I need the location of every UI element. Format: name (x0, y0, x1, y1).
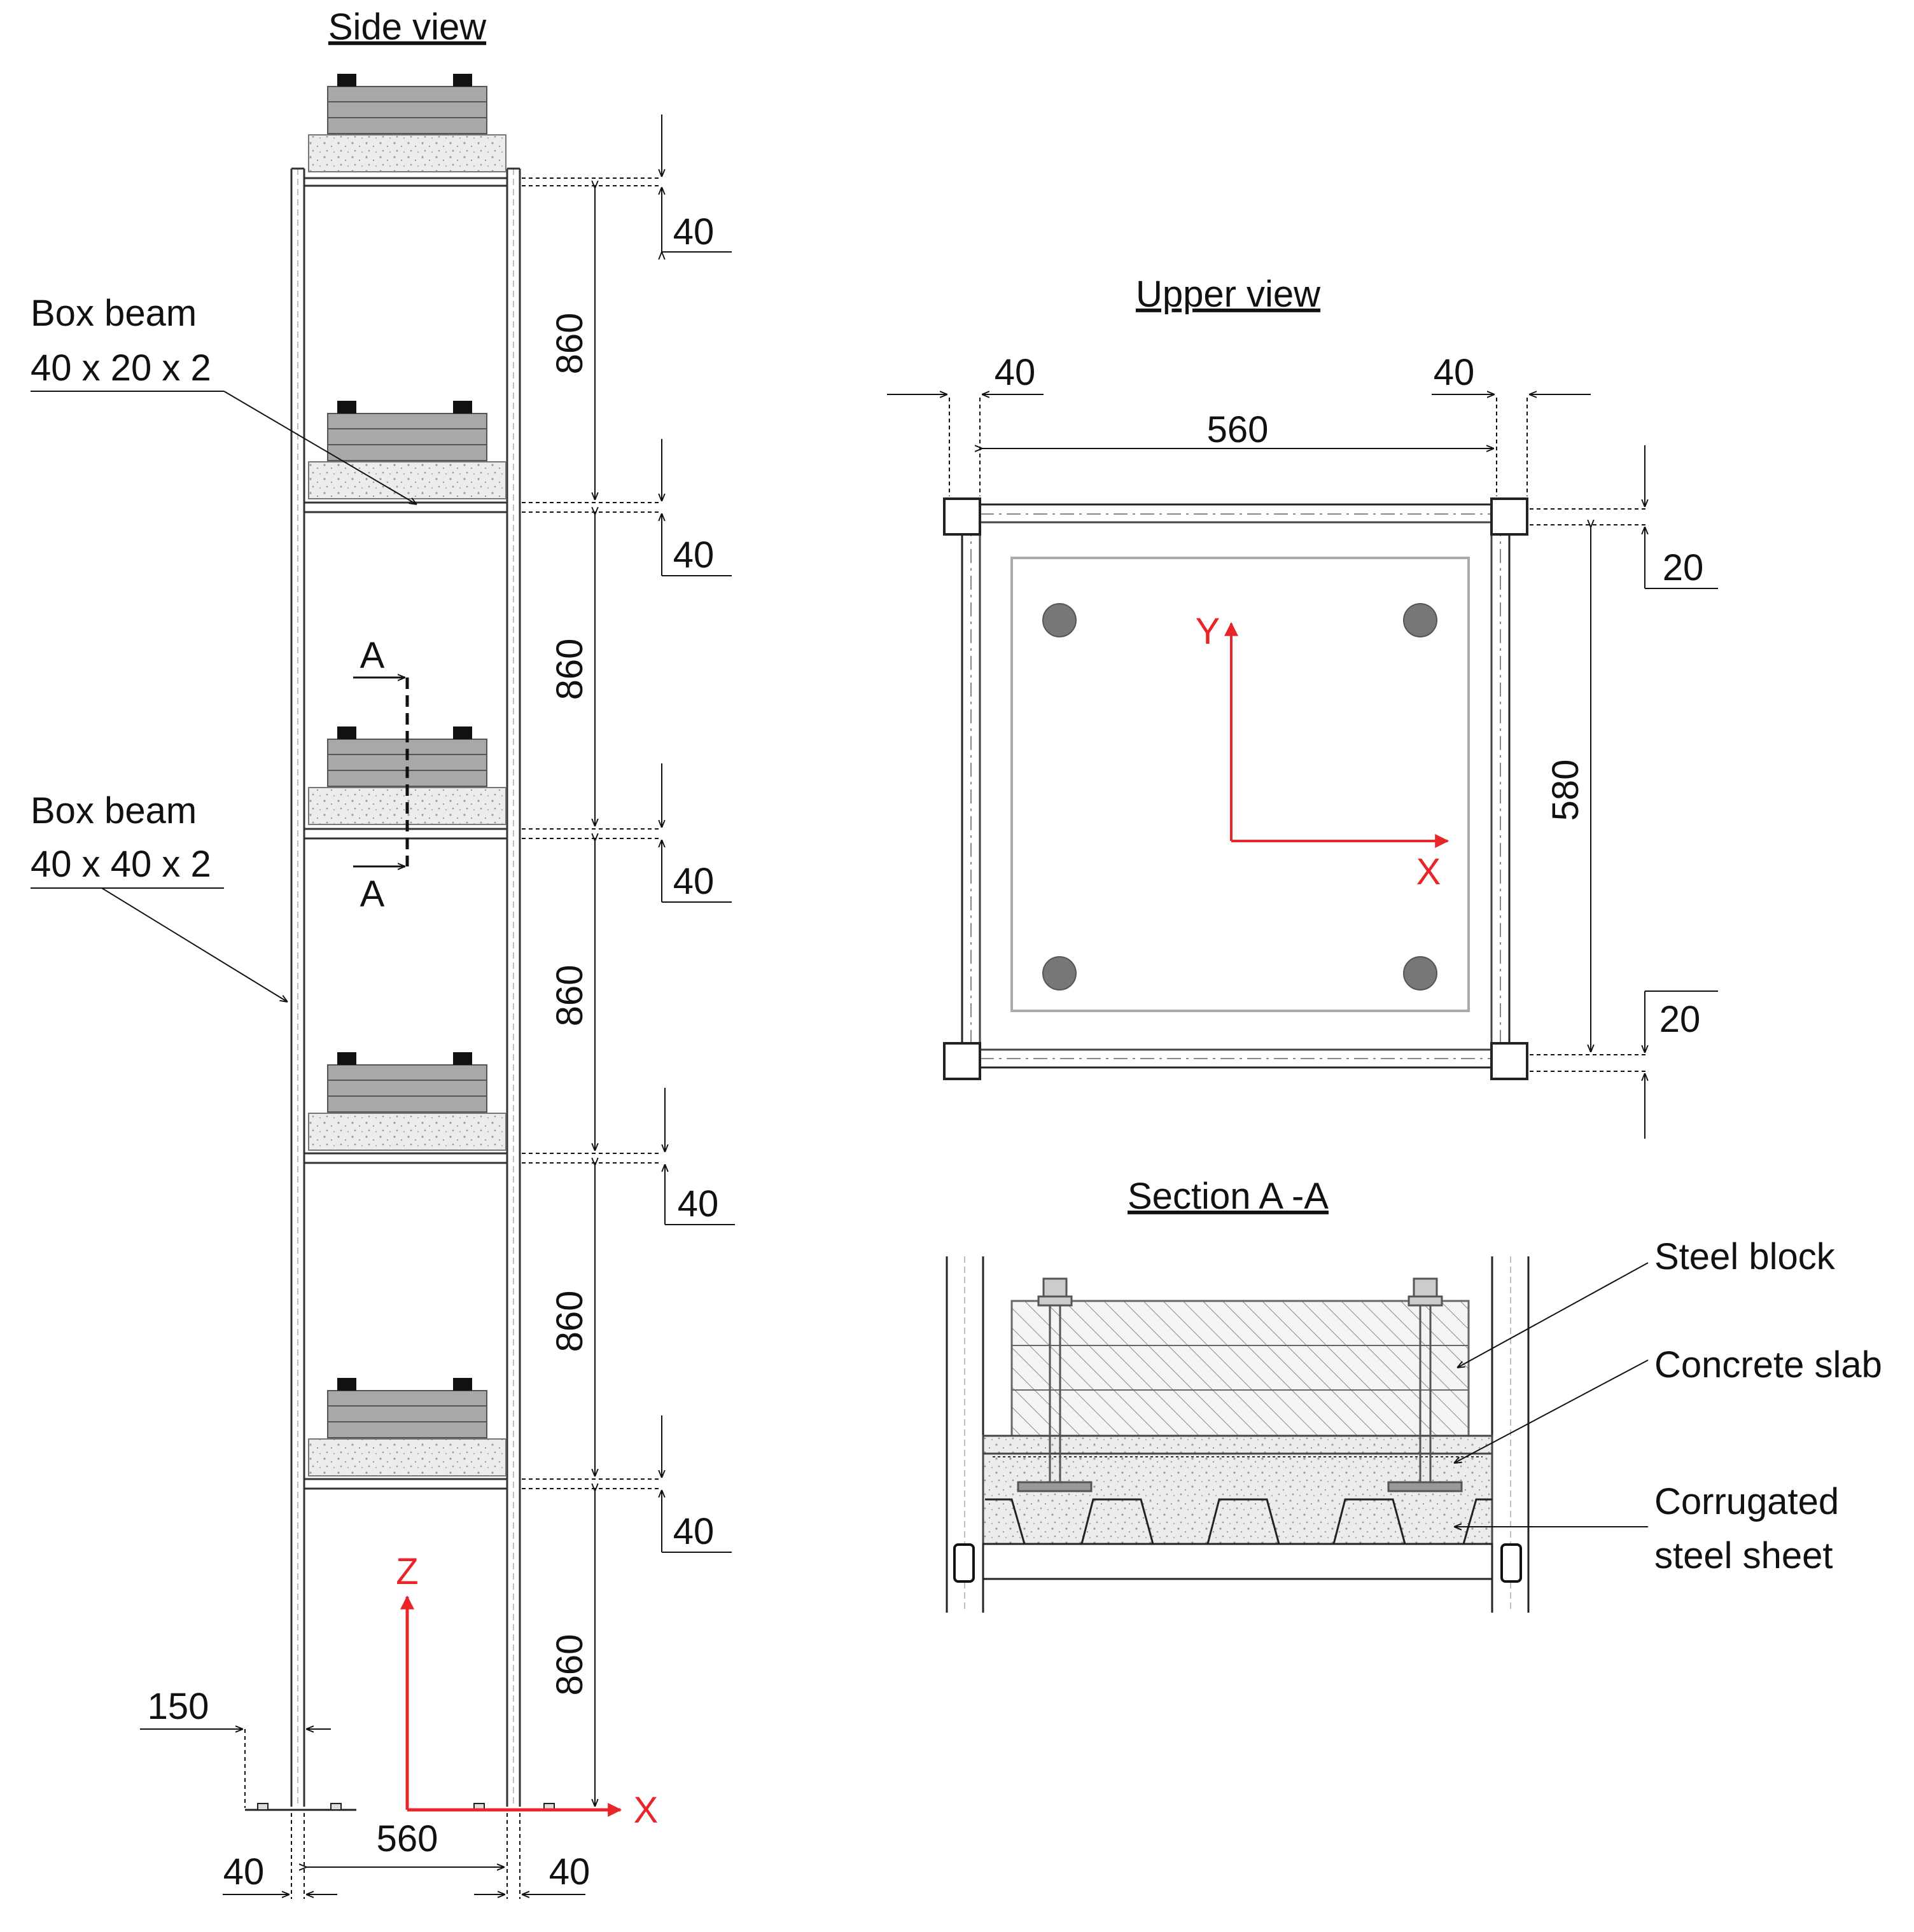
upper-view-title: Upper view (1136, 274, 1321, 315)
dim-storey-4: 860 (549, 1291, 590, 1352)
mass-floor-4 (308, 1378, 506, 1477)
section-mark-bottom: A (360, 873, 385, 915)
box-beam-2-line1: Box beam (31, 790, 197, 831)
dim-side-column-left: 40 (223, 1851, 265, 1893)
axis-x-label-side: X (634, 1790, 659, 1831)
section-labels: Steel block Concrete slab Corrugated ste… (1654, 1236, 1882, 1576)
axis-z-label: Z (396, 1551, 418, 1592)
dim-upper-offset-top: 20 (1663, 547, 1704, 588)
dim-upper-offset-bottom: 20 (1659, 999, 1701, 1040)
mass-floor-3 (308, 1052, 506, 1151)
dim-floor-thickness-3: 40 (673, 861, 715, 902)
mass-top (308, 74, 506, 172)
dim-storey-3: 860 (549, 965, 590, 1027)
side-floors (304, 177, 507, 1490)
dim-floor-thickness-5: 40 (673, 1511, 715, 1552)
section-mark-top: A (360, 635, 385, 676)
label-corrugated-2: steel sheet (1654, 1535, 1833, 1576)
section-drawing (946, 1256, 1530, 1613)
axis-y-label: Y (1196, 611, 1220, 652)
side-height-dims (522, 115, 735, 1807)
dim-base-plate: 150 (148, 1686, 209, 1727)
axis-x-label-upper: X (1416, 851, 1441, 893)
side-dim-texts: 40 40 40 40 40 860 860 860 860 860 (549, 211, 718, 1695)
dim-upper-column-right: 40 (1434, 352, 1475, 393)
side-bottom-dims (140, 1729, 585, 1899)
section-cut-mark: A A (353, 635, 409, 915)
upper-axes: Y X (1196, 611, 1449, 893)
dim-upper-width: 560 (1207, 409, 1269, 450)
side-view-title: Side view (328, 6, 487, 48)
label-concrete-slab: Concrete slab (1654, 1344, 1882, 1386)
dim-side-width: 560 (377, 1818, 438, 1859)
section-leaders (1454, 1262, 1649, 1527)
upper-frame (943, 497, 1528, 1080)
dim-floor-thickness-1: 40 (673, 211, 715, 253)
box-beam-labels: Box beam 40 x 20 x 2 Box beam 40 x 40 x … (31, 293, 417, 1002)
section-title: Section A -A (1128, 1176, 1329, 1217)
upper-dim-texts: 40 40 560 580 20 20 (995, 352, 1704, 1040)
box-beam-1-line2: 40 x 20 x 2 (31, 347, 211, 389)
box-beam-2-line2: 40 x 40 x 2 (31, 844, 211, 885)
label-steel-block: Steel block (1654, 1236, 1836, 1277)
upper-dims (887, 394, 1718, 1139)
box-beam-1-line1: Box beam (31, 293, 197, 334)
dim-upper-depth: 580 (1545, 760, 1586, 821)
dim-side-column-right: 40 (549, 1851, 590, 1893)
dim-storey-5: 860 (549, 1634, 590, 1696)
mass-floor-1 (308, 401, 506, 499)
dim-upper-column-left: 40 (995, 352, 1036, 393)
side-bottom-dim-texts: 560 40 40 150 (148, 1686, 590, 1893)
dim-floor-thickness-2: 40 (673, 534, 715, 576)
dim-floor-thickness-4: 40 (678, 1183, 719, 1225)
label-corrugated-1: Corrugated (1654, 1481, 1839, 1522)
side-axes: Z X (396, 1551, 658, 1831)
side-frame (290, 167, 521, 1807)
upper-bolts (1042, 603, 1437, 990)
dim-storey-2: 860 (549, 639, 590, 700)
dim-storey-1: 860 (549, 313, 590, 375)
